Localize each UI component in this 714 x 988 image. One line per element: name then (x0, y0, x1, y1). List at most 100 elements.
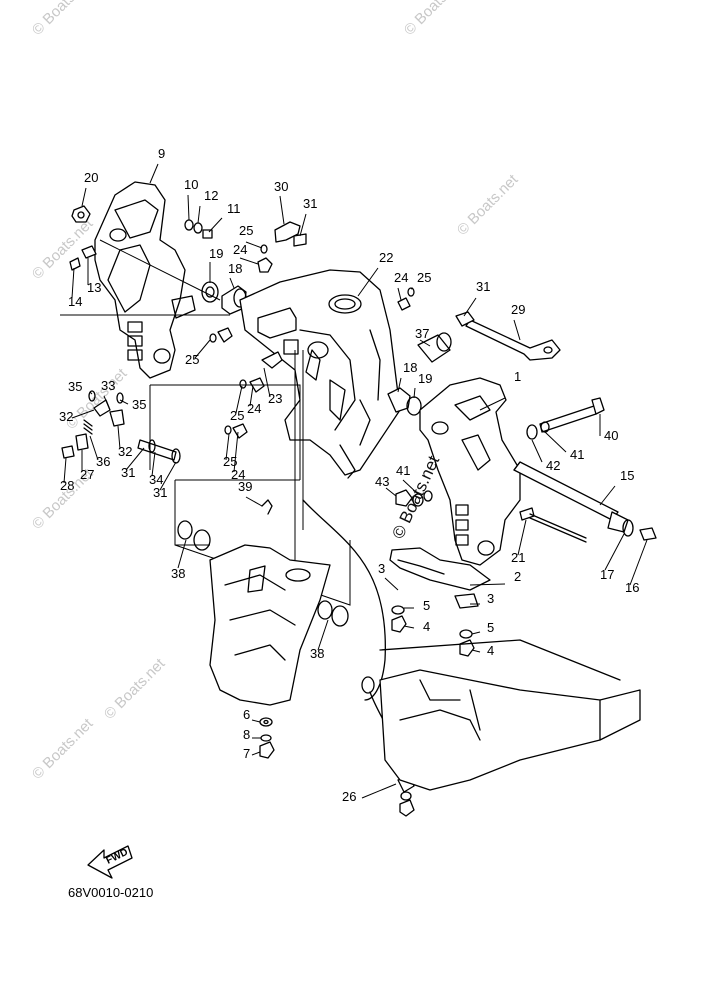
callout-line (245, 241, 263, 249)
callout-label: 25 (417, 270, 431, 285)
callout-label: 1 (514, 369, 521, 384)
callout-line (402, 479, 419, 495)
callout-line (117, 425, 121, 450)
callout-label: 30 (274, 179, 288, 194)
tilt-tube-15 (513, 461, 657, 541)
callout-line (471, 649, 481, 653)
callout-line (229, 277, 235, 289)
callout-line (239, 257, 259, 265)
callout-label: 26 (342, 789, 356, 804)
callout-line (149, 163, 159, 184)
callout-line (357, 267, 379, 297)
callout-line (413, 387, 416, 399)
callout-label: 23 (268, 391, 282, 406)
callout-label: 36 (96, 454, 110, 469)
callout-line (251, 719, 261, 723)
callout-label: 35 (68, 379, 82, 394)
right-clamp-bracket (419, 377, 521, 566)
callout-label: 18 (228, 261, 242, 276)
callout-line (71, 267, 75, 299)
callout-label: 10 (184, 177, 198, 192)
callout-label: 18 (403, 360, 417, 375)
callout-label: 33 (101, 378, 115, 393)
callout-line (235, 385, 243, 414)
nut-24-right (397, 287, 415, 311)
callout-label: 22 (379, 250, 393, 265)
swivel-bracket-22 (239, 269, 401, 479)
callout-label: 31 (476, 279, 490, 294)
watermark: © Boats.net (401, 0, 469, 39)
small-parts-left (61, 390, 181, 464)
callout-line (279, 195, 285, 225)
watermark: © Boats.net (454, 171, 522, 239)
callout-label: 38 (310, 646, 324, 661)
callout-label: 3 (487, 591, 494, 606)
bushing-18-left (201, 281, 247, 315)
callout-line (119, 399, 129, 405)
bracket-23 (257, 307, 299, 369)
callout-label: 35 (132, 397, 146, 412)
cable-tie-21 (519, 507, 587, 543)
tilt-lock-lever-29 (455, 311, 561, 361)
callout-label: 19 (418, 371, 432, 386)
watermark: © Boats.net (29, 0, 97, 39)
callout-label: 5 (487, 620, 494, 635)
callout-label: 14 (68, 294, 82, 309)
callout-line (177, 539, 187, 569)
callout-line (317, 619, 329, 651)
callout-label: 29 (511, 302, 525, 317)
callout-line (159, 461, 177, 491)
callout-line (263, 367, 271, 398)
callout-label: 37 (415, 326, 429, 341)
callout-line (103, 395, 111, 411)
watermark: © Boats.net (101, 655, 169, 723)
nut-43 (395, 489, 433, 507)
lower-left-housing (209, 544, 331, 706)
callout-label: 24 (231, 467, 245, 482)
callout-label: 24 (247, 401, 261, 416)
clip-30 (274, 221, 307, 247)
callout-label: 41 (396, 463, 410, 478)
callout-line (187, 194, 190, 221)
callout-label: 7 (243, 746, 250, 761)
callout-label: 27 (80, 467, 94, 482)
callout-label: 25 (230, 408, 244, 423)
nut-washer-6-8-7 (259, 717, 275, 759)
callout-line (151, 451, 156, 477)
callout-line (225, 433, 230, 461)
watermark: © Boats.net (29, 715, 97, 783)
bolt-20 (69, 205, 97, 271)
callout-label: 6 (243, 707, 250, 722)
bolt-40 (526, 397, 605, 440)
callout-label: 25 (223, 454, 237, 469)
callout-label: 40 (604, 428, 618, 443)
callout-line (403, 625, 415, 629)
callout-label: 43 (375, 474, 389, 489)
callout-label: 4 (487, 643, 494, 658)
callout-line (599, 485, 616, 506)
callout-label: 4 (423, 619, 430, 634)
callout-line (125, 447, 145, 471)
callout-label: 8 (243, 727, 250, 742)
nut-24-upper (257, 244, 273, 273)
diagram-code: 68V0010-0210 (68, 885, 153, 900)
callout-label: 42 (546, 458, 560, 473)
callout-label: 2 (514, 569, 521, 584)
left-clamp-bracket (60, 181, 230, 379)
callout-line (63, 457, 67, 484)
pin-37 (417, 332, 452, 363)
callout-line (194, 339, 211, 359)
callout-label: 12 (204, 188, 218, 203)
callout-line (249, 385, 254, 407)
clip-39 (261, 499, 273, 515)
callout-label: 31 (153, 485, 167, 500)
callout-line (463, 297, 477, 317)
callout-line (71, 409, 95, 419)
callout-label: 32 (59, 409, 73, 424)
callout-label: 3 (378, 561, 385, 576)
callout-label: 17 (600, 567, 614, 582)
callout-layer: 1233445567891011121314151617181819192021… (59, 146, 648, 804)
callout-line (544, 431, 567, 453)
callout-line (604, 533, 625, 571)
callout-label: 16 (625, 580, 639, 595)
